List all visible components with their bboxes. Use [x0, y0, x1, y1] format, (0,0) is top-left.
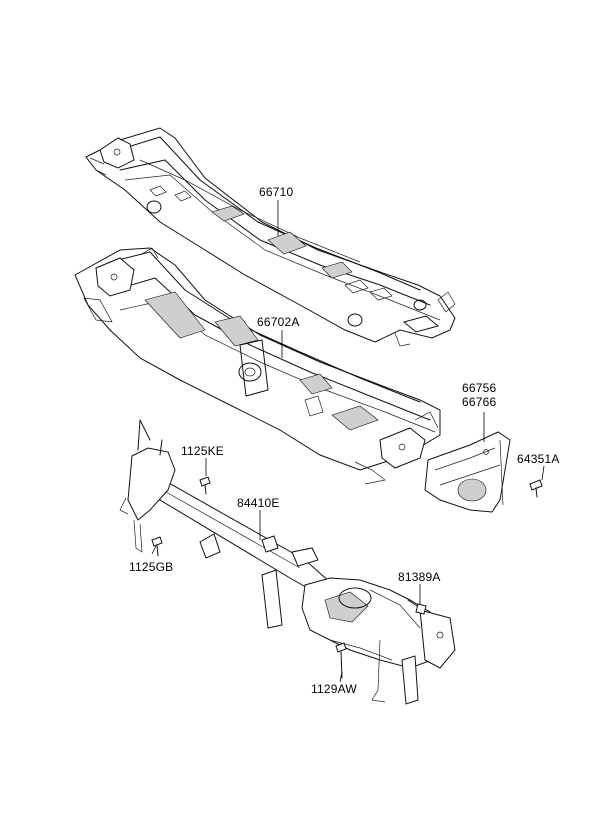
part-label-66702a[interactable]: 66702A — [257, 315, 300, 329]
part-label-66756[interactable]: 66756 — [462, 381, 497, 395]
cowl-lower-panel[interactable] — [74, 247, 441, 485]
bolt-81389a[interactable] — [407, 599, 427, 615]
part-label-81389a[interactable]: 81389A — [398, 570, 441, 584]
cowl-side-bracket[interactable] — [424, 431, 511, 513]
bolt-1129aw[interactable] — [335, 642, 347, 679]
bolt-1125gb[interactable] — [151, 536, 163, 557]
part-label-64351a[interactable]: 64351A — [517, 452, 560, 466]
part-label-1125ke[interactable]: 1125KE — [181, 444, 225, 458]
part-label-84410e[interactable]: 84410E — [237, 496, 280, 510]
part-label-1125gb[interactable]: 1125GB — [129, 560, 174, 574]
bolt-1125ke[interactable] — [199, 476, 211, 495]
bolt-64351a[interactable] — [529, 479, 543, 498]
leader-lines — [151, 200, 545, 683]
cowl-top-panel[interactable] — [85, 127, 456, 347]
crossmember-assembly[interactable] — [119, 419, 456, 705]
part-label-1129aw[interactable]: 1129AW — [311, 682, 357, 696]
part-label-66766[interactable]: 66766 — [462, 395, 497, 409]
part-label-66710[interactable]: 66710 — [259, 185, 294, 199]
